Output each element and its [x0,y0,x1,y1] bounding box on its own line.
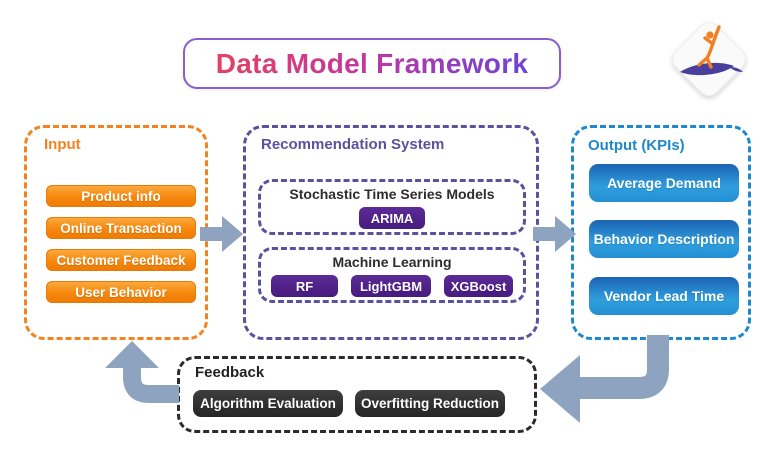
machine-learning-items: RF LightGBM XGBoost [271,275,513,297]
feedback-section: Feedback Algorithm Evaluation Overfittin… [177,356,537,433]
input-item-customer-feedback: Customer Feedback [46,249,196,271]
input-item-online-transaction: Online Transaction [46,217,196,239]
input-section: Input Product info Online Transaction Cu… [24,125,208,340]
output-item-average-demand: Average Demand [589,164,739,202]
output-item-behavior-description: Behavior Description [589,220,739,258]
diagram-title-box: Data Model Framework [183,38,561,89]
output-kpis-label: Output (KPIs) [588,137,685,154]
input-section-label: Input [44,136,81,153]
model-xgboost: XGBoost [444,275,513,297]
model-rf: RF [271,275,338,297]
stochastic-models-items: ARIMA [359,207,425,229]
stochastic-models-box: Stochastic Time Series Models ARIMA [258,179,526,235]
recommendation-system-label: Recommendation System [261,136,445,153]
stochastic-models-title: Stochastic Time Series Models [289,186,495,202]
arrow-output-to-feedback-icon [540,335,669,423]
leaping-figure-logo-icon [672,22,746,96]
output-item-vendor-lead-time: Vendor Lead Time [589,277,739,315]
arrow-feedback-to-input-icon [105,341,179,403]
arrow-recommendation-to-output-icon [533,216,576,252]
model-lightgbm: LightGBM [351,275,431,297]
machine-learning-box: Machine Learning RF LightGBM XGBoost [258,247,526,303]
arrow-input-to-recommendation-icon [200,216,243,252]
feedback-section-label: Feedback [195,364,265,381]
recommendation-system-section: Recommendation System Stochastic Time Se… [243,125,539,340]
machine-learning-title: Machine Learning [332,254,452,270]
diagram-title: Data Model Framework [215,47,529,79]
input-item-user-behavior: User Behavior [46,281,196,303]
output-kpis-section: Output (KPIs) Average Demand Behavior De… [571,125,751,340]
model-arima: ARIMA [359,207,425,229]
feedback-item-overfitting-reduction: Overfitting Reduction [355,390,505,417]
input-item-product-info: Product info [46,185,196,207]
feedback-item-algorithm-evaluation: Algorithm Evaluation [193,390,343,417]
